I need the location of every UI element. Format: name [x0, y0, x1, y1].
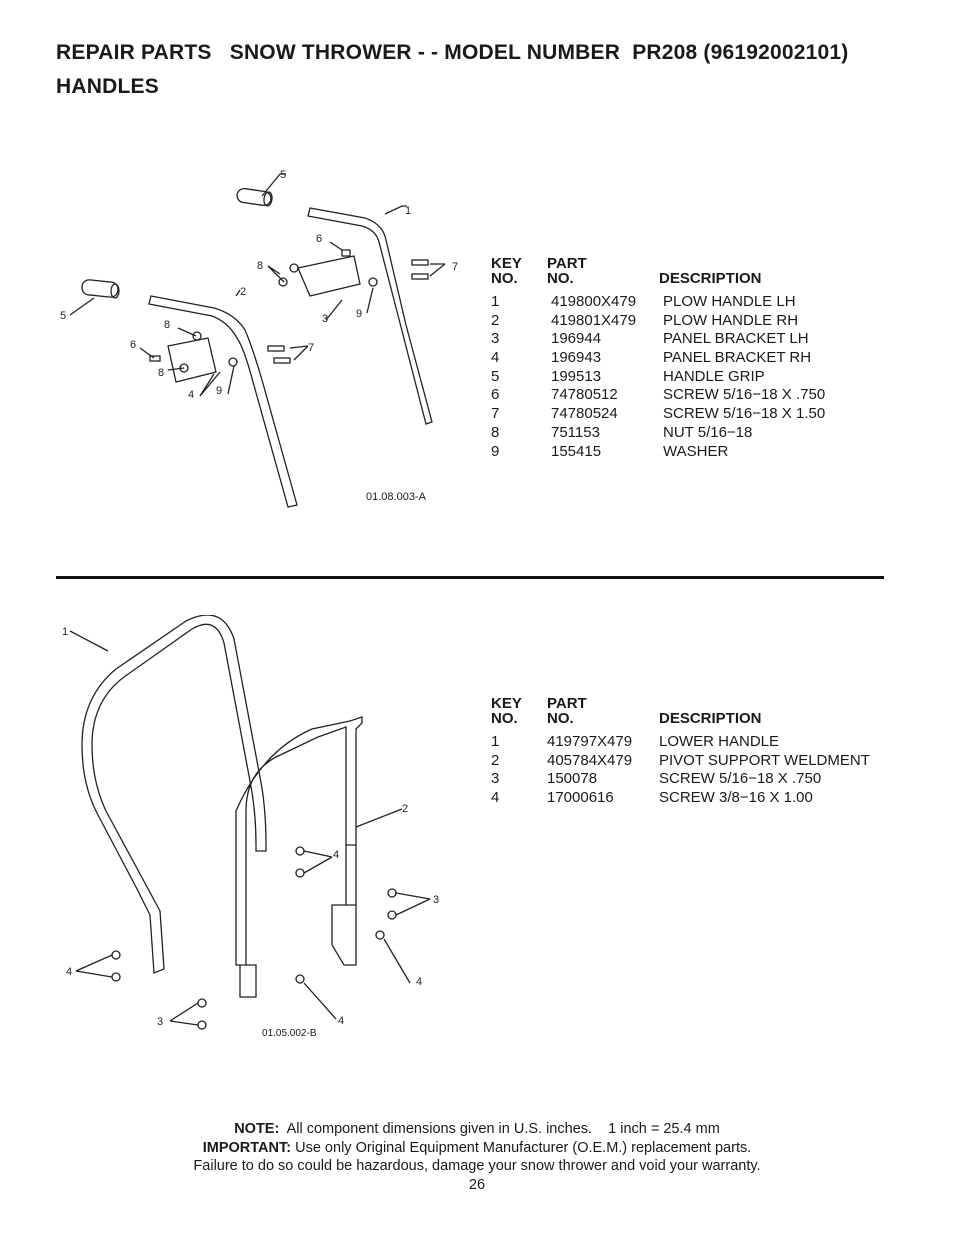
header-description: DESCRIPTION — [659, 710, 762, 727]
diagram1-callouts: 5 1 6 8 7 2 5 8 3 9 6 8 7 4 9 — [60, 169, 458, 401]
important-line: IMPORTANT: Use only Original Equipment M… — [0, 1139, 954, 1158]
svg-text:1: 1 — [405, 205, 411, 217]
handle-grip-left — [81, 279, 120, 299]
warranty-line: Failure to do so could be hazardous, dam… — [193, 1158, 761, 1174]
page-footer: NOTE: All component dimensions given in … — [0, 1120, 954, 1194]
handles-diagram: 5 1 6 8 7 2 5 8 3 9 6 8 7 4 9 — [60, 169, 458, 508]
svg-text:1: 1 — [62, 626, 68, 638]
svg-text:4: 4 — [338, 1015, 344, 1027]
plow-handle-rh — [148, 295, 298, 508]
svg-text:9: 9 — [356, 308, 362, 320]
note-text: All component dimensions given in U.S. i… — [279, 1121, 720, 1137]
lower-handle-diagram: 1 2 4 3 4 4 3 4 — [62, 615, 439, 1030]
diagram2-callouts: 1 2 4 3 4 4 3 4 — [62, 626, 439, 1028]
svg-text:2: 2 — [402, 803, 408, 815]
svg-text:9: 9 — [216, 385, 222, 397]
important-label: IMPORTANT: — [202, 1139, 292, 1156]
screws-7-upper — [411, 259, 429, 280]
panel-bracket-rh — [167, 337, 217, 383]
svg-text:5: 5 — [280, 169, 286, 181]
svg-text:7: 7 — [308, 342, 314, 354]
page-title: REPAIR PARTS SNOW THROWER - - MODEL NUMB… — [56, 36, 849, 104]
figure-code-1: 01.08.003-A — [366, 491, 426, 503]
handle-grip-top — [236, 187, 273, 207]
note-line: NOTE: All component dimensions given in … — [0, 1120, 954, 1139]
svg-text:6: 6 — [130, 339, 136, 351]
svg-text:3: 3 — [433, 894, 439, 906]
svg-text:4: 4 — [333, 849, 339, 861]
plow-handle-lh — [307, 207, 433, 425]
svg-text:8: 8 — [158, 367, 164, 379]
svg-text:8: 8 — [257, 260, 263, 272]
title-line-2: HANDLES — [56, 75, 159, 98]
title-line-1: REPAIR PARTS SNOW THROWER - - MODEL NUMB… — [56, 41, 849, 64]
panel-bracket-lh — [297, 255, 361, 297]
section-divider — [56, 576, 884, 579]
note-label: NOTE: — [234, 1121, 280, 1137]
lower-handle — [81, 615, 267, 974]
figure-code-2: 01.05.002-B — [262, 1028, 317, 1039]
svg-text:6: 6 — [316, 233, 322, 245]
screws-7-lower — [267, 345, 291, 364]
svg-text:8: 8 — [164, 319, 170, 331]
svg-text:3: 3 — [322, 313, 328, 325]
svg-text:4: 4 — [188, 389, 194, 401]
fasteners — [111, 846, 397, 1030]
svg-text:7: 7 — [452, 261, 458, 273]
svg-text:4: 4 — [416, 976, 422, 988]
svg-text:2: 2 — [240, 286, 246, 298]
pivot-support-weldment — [235, 716, 363, 998]
svg-text:5: 5 — [60, 310, 66, 322]
page-number: 26 — [468, 1176, 486, 1193]
svg-text:4: 4 — [66, 966, 72, 978]
important-text: Use only Original Equipment Manufacturer… — [291, 1139, 752, 1156]
header-description: DESCRIPTION — [659, 270, 762, 287]
svg-text:3: 3 — [157, 1016, 163, 1028]
